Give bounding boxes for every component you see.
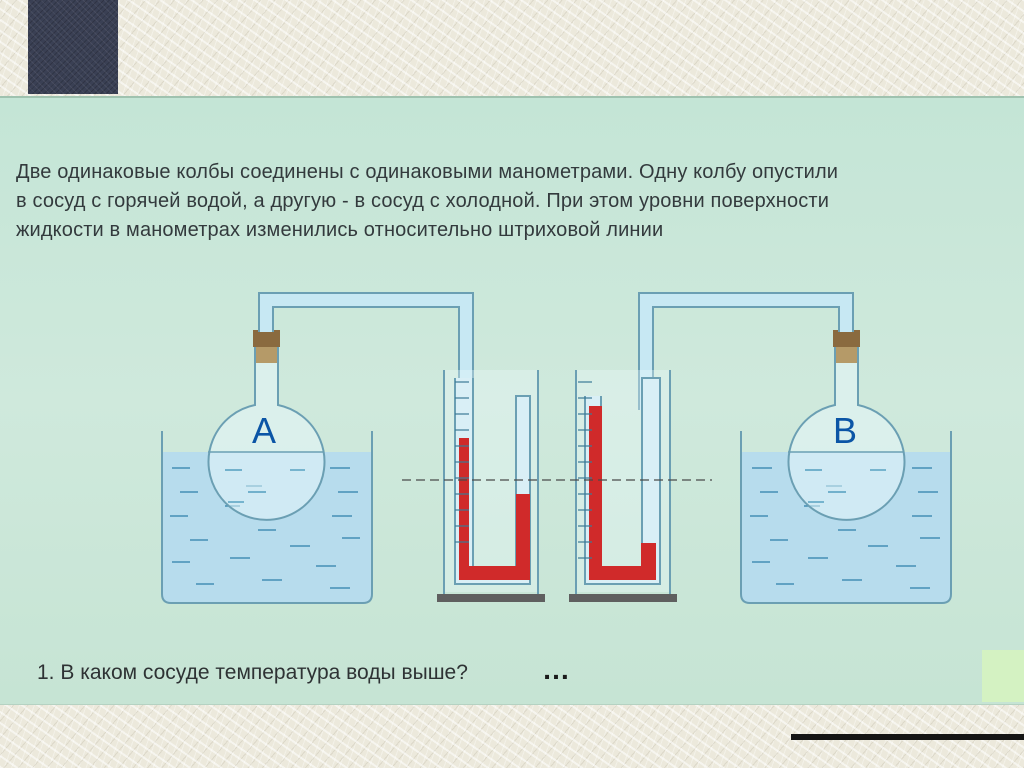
manometer-right-scale <box>578 381 592 559</box>
problem-line-3: жидкости в манометрах изменились относит… <box>16 219 664 241</box>
right-water-ripples <box>750 467 940 589</box>
problem-statement: Две одинаковые колбы соединены с одинако… <box>16 158 1016 245</box>
decorative-corner-box <box>982 650 1024 702</box>
answer-ellipsis: … <box>542 654 572 685</box>
problem-line-2: в сосуд с горячей водой, а другую - в со… <box>16 190 830 212</box>
manometer-left-base <box>437 594 545 602</box>
flask-a-cork <box>253 330 280 347</box>
flask-b <box>787 330 906 521</box>
flask-a-stopper <box>256 347 277 363</box>
flask-b-cork <box>833 330 860 347</box>
progress-bar <box>791 734 1024 740</box>
flask-a-label: А <box>252 410 276 451</box>
tube-b <box>638 292 854 410</box>
flask-b-label: В <box>833 410 857 451</box>
manometer-right-liquid <box>589 406 602 580</box>
right-vessel <box>740 431 952 604</box>
decorative-square <box>28 0 118 94</box>
manometer-left <box>437 370 545 602</box>
manometer-right-base <box>569 594 677 602</box>
flask-b-stopper <box>836 347 857 363</box>
left-vessel <box>161 431 373 604</box>
problem-line-1: Две одинаковые колбы соединены с одинако… <box>16 161 839 183</box>
flask-a <box>207 330 326 521</box>
manometer-left-scale <box>455 381 469 543</box>
left-water-ripples <box>170 467 360 589</box>
question-1: 1. В каком сосуде температура воды выше? <box>37 661 468 684</box>
manometer-right <box>569 370 677 602</box>
